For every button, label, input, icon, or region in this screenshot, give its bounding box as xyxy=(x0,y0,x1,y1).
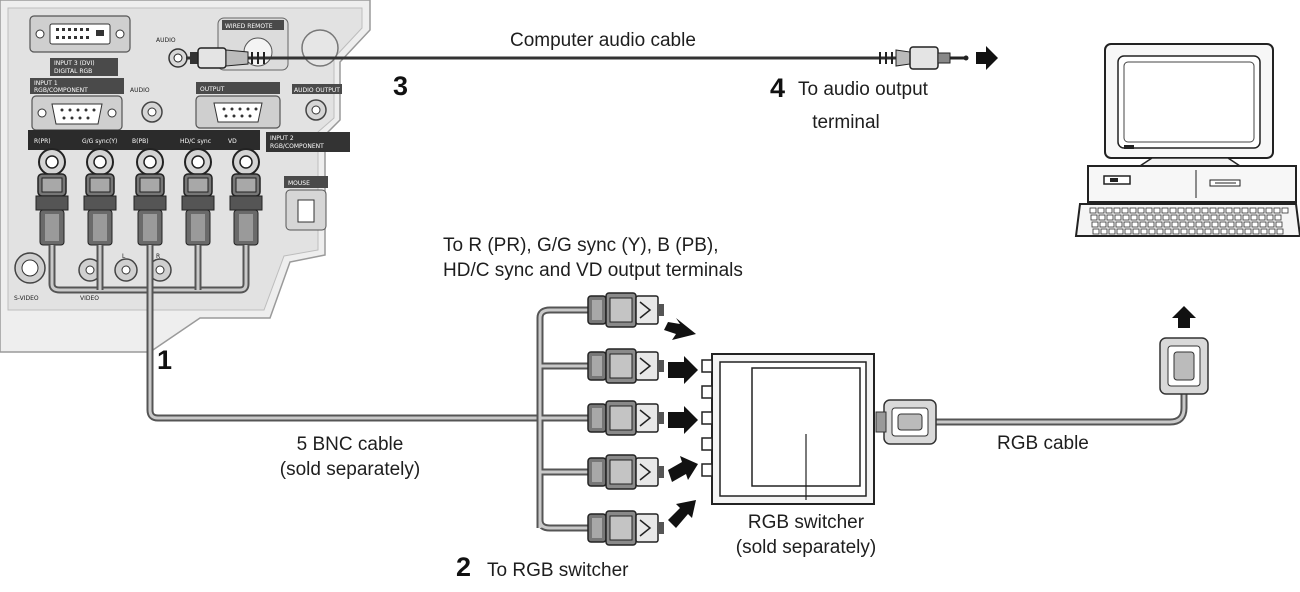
audio-output-arrow xyxy=(976,46,998,70)
rgb-switcher-label-line2: (sold separately) xyxy=(735,537,877,558)
to-audio-output-label-line2: terminal xyxy=(812,112,880,133)
step-4: 4 xyxy=(770,73,786,103)
step-1: 1 xyxy=(157,345,173,375)
input3-sub-text: DIGITAL RGB xyxy=(54,68,92,75)
rgb-up-arrow xyxy=(1172,306,1196,328)
audio-l-text: L xyxy=(122,253,126,260)
bnc-fan-plug xyxy=(587,292,664,328)
panel-knob xyxy=(301,29,339,67)
input2-sub-text: RGB/COMPONENT xyxy=(270,143,324,150)
video-text: VIDEO xyxy=(80,295,99,302)
rgb-cable-label: RGB cable xyxy=(997,433,1089,454)
input1-sub-text: RGB/COMPONENT xyxy=(34,87,88,94)
audio-output-text: AUDIO OUTPUT xyxy=(294,87,340,94)
computer-audio-cable-label: Computer audio cable xyxy=(510,30,696,51)
computer-audio-cable xyxy=(186,46,998,70)
bnc-cable-label-line2: (sold separately) xyxy=(279,459,421,480)
to-rgb-switcher-label: To RGB switcher xyxy=(487,560,629,581)
to-terminals-label-line1: To R (PR), G/G sync (Y), B (PB), xyxy=(443,235,719,256)
rgb-switcher-box xyxy=(701,353,875,505)
insert-arrow xyxy=(668,456,698,482)
step-2: 2 xyxy=(456,552,472,582)
bnc-fan-plug xyxy=(587,510,664,546)
output-text: OUTPUT xyxy=(200,86,225,93)
computer-illustration xyxy=(1074,43,1300,237)
svideo-text: S-VIDEO xyxy=(14,295,39,302)
insert-arrow xyxy=(668,356,698,384)
output-label-plate xyxy=(196,82,280,94)
input1-text: INPUT 1 xyxy=(34,80,58,87)
input3-text: INPUT 3 (DVI) xyxy=(54,60,95,67)
projector-rear-panel: INPUT 3 (DVI) DIGITAL RGB INPUT 1 RGB/CO… xyxy=(0,0,371,353)
bnc-terminal-label: VD xyxy=(228,138,237,145)
bnc-fan-out xyxy=(536,306,588,532)
wired-remote-text: WIRED REMOTE xyxy=(225,23,273,30)
insert-arrow xyxy=(668,500,696,528)
bnc-terminal-label: R(PR) xyxy=(34,138,51,145)
audio-r-text: R xyxy=(156,253,160,260)
bnc-terminal-label: HD/C sync xyxy=(180,138,211,145)
bnc-connector-plug xyxy=(181,148,215,246)
rgb-switcher-label-line1: RGB switcher xyxy=(747,512,865,533)
rgb-cable xyxy=(875,306,1209,445)
bnc-fan-plug xyxy=(587,454,664,490)
dvi-input-port xyxy=(29,15,131,53)
input2-text: INPUT 2 xyxy=(270,135,294,142)
input3-label-plate xyxy=(50,58,118,76)
bnc-connector-plug xyxy=(229,148,263,246)
bnc-cable-bundle xyxy=(48,245,250,295)
to-terminals-label-line2: HD/C sync and VD output terminals xyxy=(443,260,743,281)
bnc-connector-plug xyxy=(35,148,69,246)
bnc-connector-plug xyxy=(133,148,167,246)
output-vga-port xyxy=(195,95,281,129)
bnc-fan-plug xyxy=(587,400,664,436)
audio-mid-text: AUDIO xyxy=(130,87,150,94)
bnc-fan-plug xyxy=(587,348,664,384)
bnc-cable-label-line1: 5 BNC cable xyxy=(296,434,404,455)
step-3: 3 xyxy=(393,71,409,101)
input1-label-plate xyxy=(30,78,124,94)
bnc-label-strip xyxy=(28,130,260,150)
input2-label-plate xyxy=(266,132,350,152)
input1-vga-port xyxy=(31,95,123,131)
mouse-text: MOUSE xyxy=(288,180,310,187)
bnc-terminal-label: G/G sync(Y) xyxy=(82,138,117,145)
bnc-connector-plug xyxy=(83,148,117,246)
insert-arrow xyxy=(668,406,698,434)
to-audio-output-label-line1: To audio output xyxy=(798,79,928,100)
bnc-terminal-label: B(PB) xyxy=(132,138,149,145)
insert-arrow xyxy=(664,318,696,340)
audio-in-text: AUDIO xyxy=(156,37,176,44)
